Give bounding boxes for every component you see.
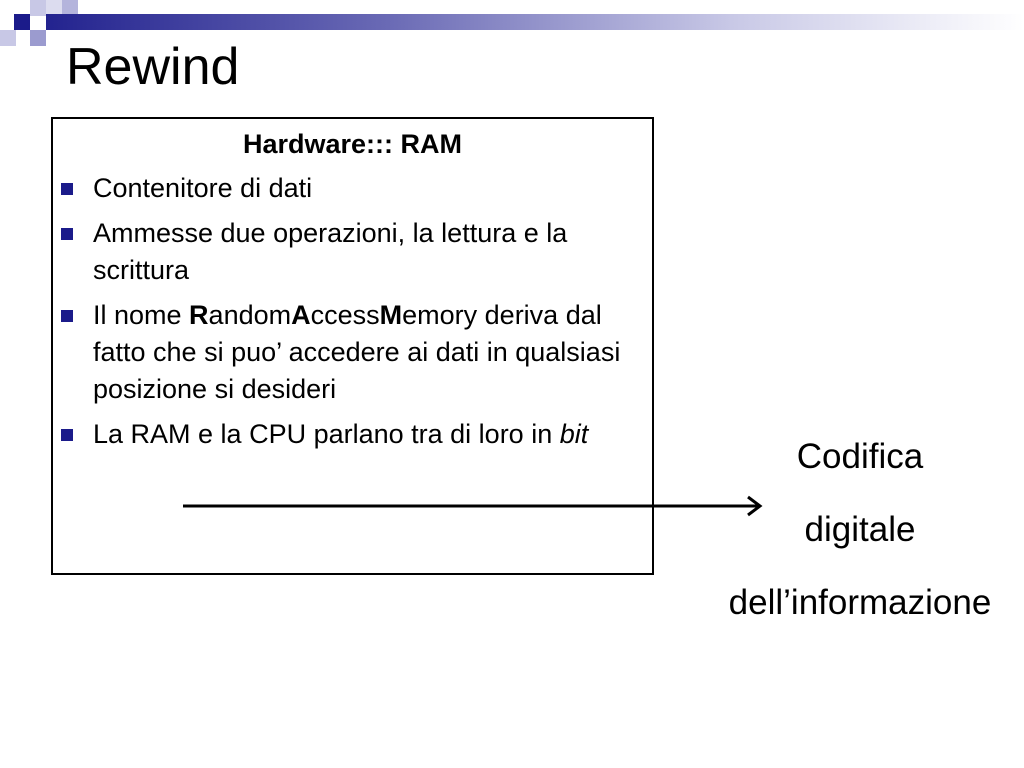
deco-square-light-5 — [62, 0, 78, 14]
slide-title: Rewind — [66, 38, 240, 96]
bold-letter-r: R — [189, 300, 209, 330]
deco-square-dark-2 — [14, 14, 30, 30]
bold-letter-a: A — [291, 300, 311, 330]
square-bullet-icon — [61, 310, 73, 322]
square-bullet-icon — [61, 183, 73, 195]
bullet-list: Contenitore di dati Ammesse due operazio… — [53, 170, 652, 461]
deco-square-dark-1 — [0, 0, 16, 16]
bullet-text: Contenitore di dati — [93, 173, 313, 203]
bullet-text: La RAM e la CPU parlano tra di loro in — [93, 419, 560, 449]
bullet-item: La RAM e la CPU parlano tra di loro in b… — [53, 416, 652, 453]
bullet-item: Il nome RandomAccessMemory deriva dal fa… — [53, 297, 652, 408]
deco-square-light-3 — [30, 30, 46, 46]
side-caption: Codifica digitale dell’informazione — [700, 420, 1020, 639]
side-caption-line-2: digitale — [804, 510, 916, 549]
deco-square-light-1 — [30, 0, 46, 16]
deco-square-light-4 — [46, 0, 62, 14]
bullet-text-prefix: Il nome — [93, 300, 190, 330]
side-caption-line-1: Codifica — [796, 437, 924, 476]
word-access: ccess — [310, 300, 380, 330]
word-random: andom — [208, 300, 292, 330]
word-memory-rest: emory deriva dal fatto che si puo’ acced… — [93, 300, 621, 404]
italic-bit: bit — [559, 419, 589, 449]
ram-box: Hardware::: RAM Contenitore di dati Amme… — [51, 117, 654, 575]
bullet-item: Contenitore di dati — [53, 170, 652, 207]
deco-square-light-2 — [0, 30, 16, 46]
bullet-text: Ammesse due operazioni, la lettura e la … — [93, 218, 568, 285]
box-heading: Hardware::: RAM — [242, 129, 463, 159]
deco-gradient-bar — [46, 14, 1024, 30]
bold-letter-m: M — [379, 300, 403, 330]
side-caption-line-3: dell’informazione — [728, 583, 992, 622]
square-bullet-icon — [61, 429, 73, 441]
bullet-item: Ammesse due operazioni, la lettura e la … — [53, 215, 652, 289]
square-bullet-icon — [61, 228, 73, 240]
